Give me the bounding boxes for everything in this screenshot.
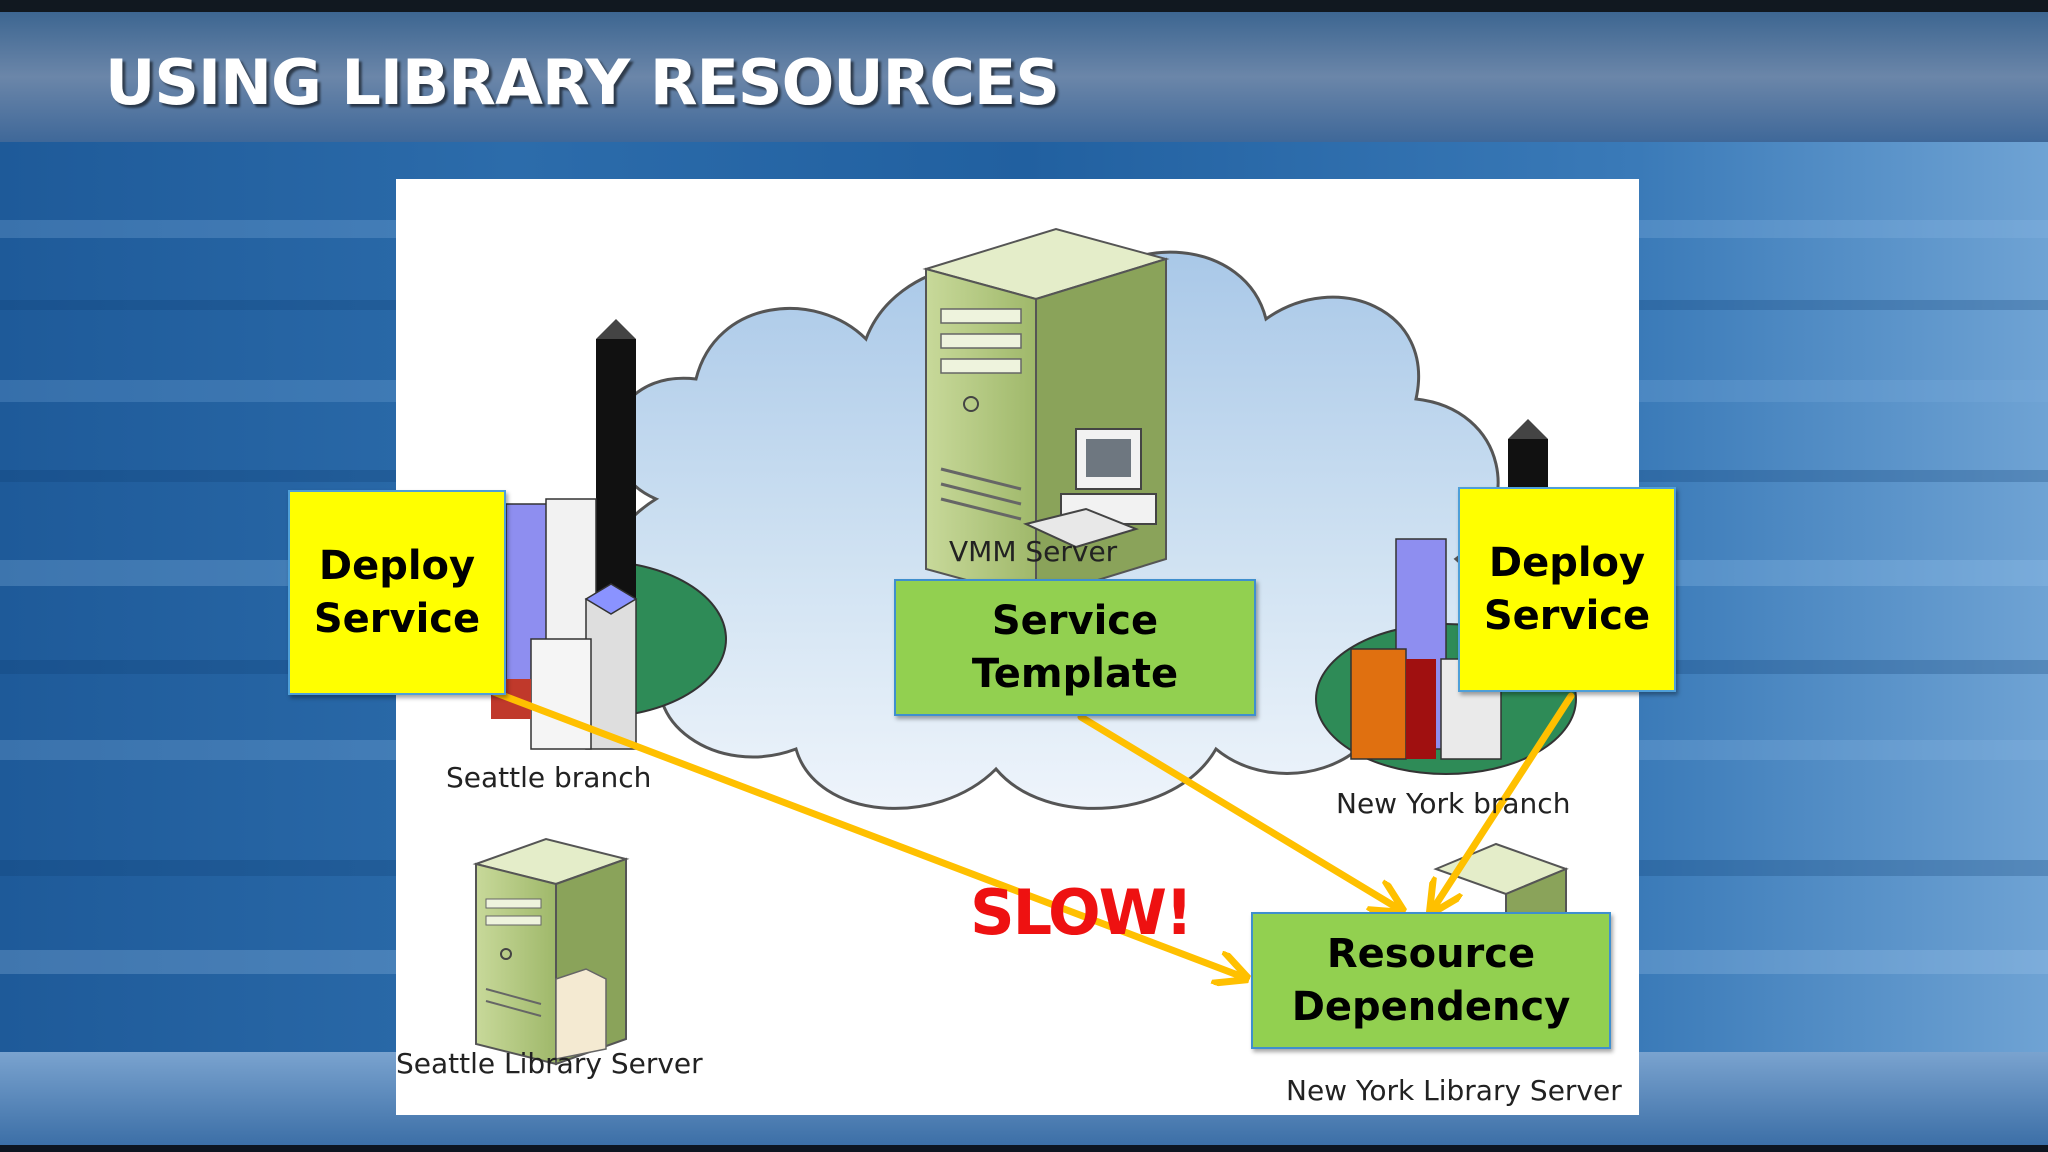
arrows bbox=[487, 687, 1575, 977]
slow-warning: SLOW! bbox=[970, 876, 1193, 949]
seattle-library-label: Seattle Library Server bbox=[396, 1047, 703, 1080]
seattle-branch-icon bbox=[465, 319, 727, 750]
vmm-server-icon bbox=[922, 227, 1170, 601]
diagram-illustration bbox=[465, 227, 1577, 1066]
resource-dependency-text: Resource Dependency bbox=[1291, 930, 1571, 1030]
deploy-service-right-callout: Deploy Service bbox=[1458, 487, 1676, 692]
deploy-service-right-text: Deploy Service bbox=[1483, 539, 1651, 639]
slow-arrow bbox=[487, 687, 1243, 977]
deploy-service-left-text: Deploy Service bbox=[313, 542, 481, 642]
seattle-branch-label: Seattle branch bbox=[446, 761, 652, 794]
new-york-library-label: New York Library Server bbox=[1286, 1074, 1622, 1107]
deploy-right-arrow bbox=[1433, 692, 1575, 909]
vmm-server-label: VMM Server bbox=[949, 535, 1118, 568]
slide-title: USING LIBRARY RESOURCES bbox=[105, 46, 1060, 119]
resource-dependency-callout: Resource Dependency bbox=[1251, 912, 1611, 1049]
template-arrow bbox=[1077, 713, 1399, 909]
seattle-library-server-icon bbox=[472, 837, 630, 1066]
deploy-service-left-callout: Deploy Service bbox=[288, 490, 506, 695]
new-york-branch-label: New York branch bbox=[1336, 787, 1571, 820]
service-template-callout: Service Template bbox=[894, 579, 1256, 716]
service-template-text: Service Template bbox=[971, 597, 1179, 697]
